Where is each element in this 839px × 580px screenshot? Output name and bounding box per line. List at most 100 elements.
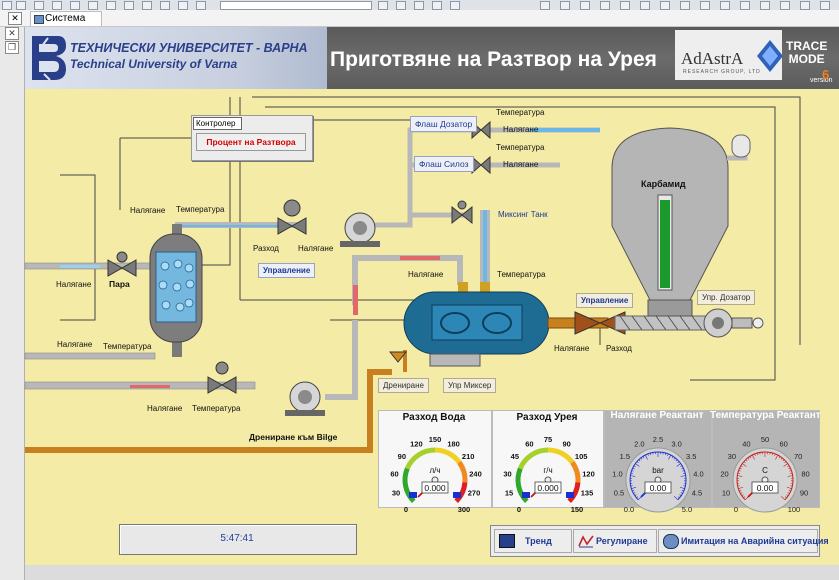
label-temperature-4: Температура [496,108,545,117]
toolbar-button[interactable] [178,1,188,10]
toolbar-button[interactable] [450,1,460,10]
toolbar-button[interactable] [680,1,690,10]
pump-upper [340,212,380,247]
product-version-number: 6 [822,67,830,82]
toolbar-button[interactable] [70,1,80,10]
gauge-tick-label: 120 [582,470,595,479]
gauge-tick [680,475,686,477]
gauge-value-box [421,481,449,494]
label-drain-bilge: Дрениране към Bilge [249,432,338,442]
control-button-1[interactable]: Управление [258,263,316,278]
gauge-tick [741,494,744,496]
gauge-tick-label: 40 [742,439,750,448]
left-frame: ✕ ❐ [0,27,25,580]
toolbar-button[interactable] [396,1,406,10]
gauge-tick-label: 90 [562,439,570,448]
flash-silo-button[interactable]: Флаш Силоз [414,156,474,172]
gauge-tick [789,470,792,472]
pipe-heat-band [130,385,170,388]
toolbar-button[interactable] [720,1,730,10]
gauge-tick [788,490,791,492]
toolbar-button[interactable] [800,1,810,10]
toolbar-button[interactable] [620,1,630,10]
gauge-unit: bar [652,466,664,475]
close-icon[interactable]: ✕ [5,27,19,40]
gauge-value-box [644,481,672,494]
gauge-tick-label: 100 [788,505,801,514]
trend-label: Тренд [525,536,552,546]
regulation-button[interactable]: Регулиране [573,529,657,553]
university-banner [25,27,327,89]
gauge-tick [738,470,741,472]
toolbar-button[interactable] [700,1,710,10]
toolbar-button[interactable] [760,1,770,10]
label-pressure-2: Налягане [298,244,334,253]
dozer-control-button[interactable]: Упр. Дозатор [697,290,756,305]
mixer-control-button[interactable]: Упр Миксер [443,378,497,393]
trace-mode-logo-icon [757,40,783,72]
toolbar-button[interactable] [196,1,206,10]
toolbar-button[interactable] [414,1,424,10]
clock-panel [119,524,357,555]
toolbar-combo[interactable] [220,1,372,10]
gauge-tick [747,457,750,460]
gauge-band [515,467,529,503]
toolbar-button[interactable] [2,1,12,10]
tab-system[interactable]: Система [30,11,103,26]
toolbar-button[interactable] [660,1,670,10]
mixing-tank-button[interactable]: Миксинг Танк [498,210,548,219]
toolbar-button[interactable] [432,1,442,10]
gauge-tick [780,457,783,460]
toolbar-button[interactable] [640,1,650,10]
toolbar-button[interactable] [820,1,830,10]
emergency-simulation-button[interactable]: Имитация на Аварийна ситуация [658,529,829,553]
label-pressure-9: Налягане [554,344,590,353]
gauge-tick-label: 70 [794,452,802,461]
toolbar-button[interactable] [378,1,388,10]
valve-drain [388,351,408,363]
trend-button[interactable]: Тренд [494,529,572,553]
label-carbamide: Карбамид [641,179,686,189]
toolbar-button[interactable] [160,1,170,10]
close-icon[interactable]: ✕ [8,12,22,25]
drain-button[interactable]: Дрениране [378,378,429,393]
product-version: version [810,77,833,84]
gauge-tick [737,475,743,477]
toolbar-button[interactable] [540,1,550,10]
gauge-band [517,447,549,470]
toolbar-button[interactable] [740,1,750,10]
tab-bar [0,10,839,27]
gauge-tick-label: 4.0 [693,470,703,479]
university-name-bg: ТЕХНИЧЕСКИ УНИВЕРСИТЕТ - ВАРНА [70,41,308,55]
toolbar-button[interactable] [106,1,116,10]
toolbar-button[interactable] [88,1,98,10]
gauge-tick-label: 0.0 [624,505,634,514]
control-button-2[interactable]: Управление [576,293,634,308]
gauge-value: 0.000 [424,483,446,493]
toolbar-button[interactable] [52,1,62,10]
gauge-title-temperature: Температура Реактант [710,410,821,421]
gauge-tick-label: 80 [801,470,809,479]
gauge-value-box [751,481,779,494]
globe-icon [663,534,679,549]
toolbar-button[interactable] [124,1,134,10]
toolbar-button[interactable] [580,1,590,10]
solution-percent-button[interactable]: Процент на Разтвора [196,133,306,151]
regulation-label: Регулиране [596,536,648,546]
restore-icon[interactable]: ❐ [5,41,19,54]
label-pressure-4: Налягане [57,340,93,349]
flash-dozer-button[interactable]: Флаш Дозатор [410,116,478,132]
gauge-tick [787,465,790,468]
toolbar-button[interactable] [34,1,44,10]
gauge-tick [676,463,681,467]
gauge-tick [782,459,785,462]
gauge-tick [631,470,634,472]
toolbar-button[interactable] [142,1,152,10]
gauge-tick-label: 60 [390,470,398,479]
toolbar-button[interactable] [780,1,790,10]
gauge-tick-label: 15 [505,489,513,498]
toolbar-button[interactable] [560,1,570,10]
toolbar-button[interactable] [16,1,26,10]
toolbar-button[interactable] [600,1,610,10]
